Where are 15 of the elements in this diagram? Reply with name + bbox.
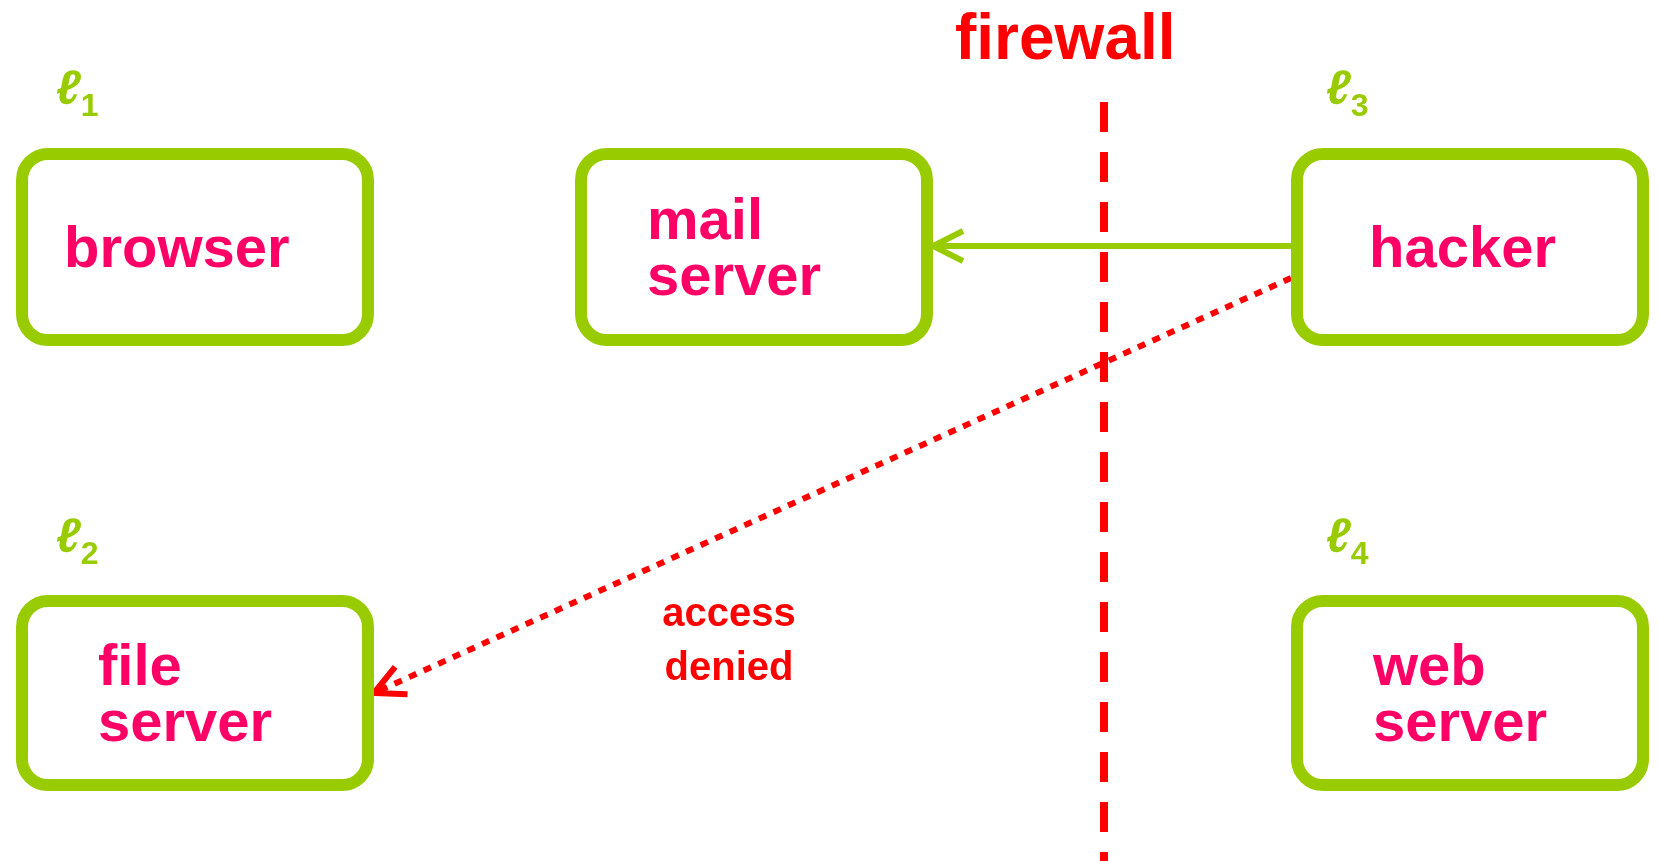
location-label: ℓ$_{2}$: [56, 508, 99, 572]
node-label: mail server: [647, 191, 823, 303]
node-box: [16, 148, 374, 346]
node-box: [1291, 595, 1649, 791]
location-label: ℓ$_{1}$: [56, 60, 99, 124]
node-label: web server: [1373, 637, 1549, 749]
node-label: hacker: [1369, 219, 1558, 275]
node-box: [1291, 148, 1649, 346]
node-label: file server: [98, 637, 274, 749]
node-box: [575, 148, 933, 346]
node-box: [16, 595, 374, 791]
location-label: ℓ$_{4}$: [1326, 508, 1369, 572]
node-label: browser: [64, 219, 291, 275]
location-label: ℓ$_{3}$: [1326, 60, 1369, 124]
firewall-label: firewall: [955, 0, 1176, 74]
